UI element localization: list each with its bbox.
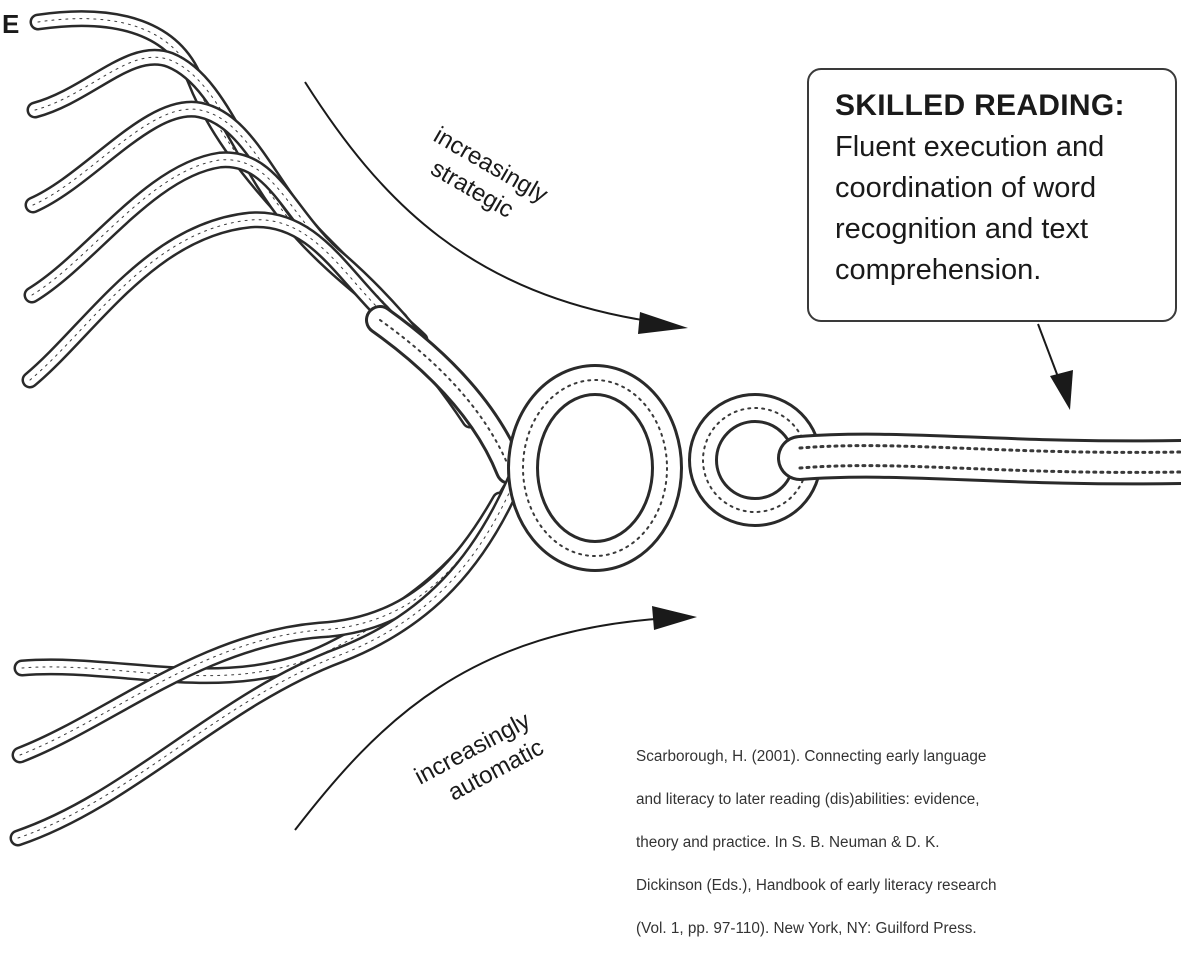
upper-strand-4 (32, 160, 445, 380)
citation-line-5: (Vol. 1, pp. 97-110). New York, NY: Guil… (636, 918, 1156, 940)
upper-strands (30, 19, 510, 470)
lower-strands (18, 480, 515, 838)
automatic-label: increasingly automatic (410, 707, 549, 817)
large-loop (523, 380, 667, 556)
callout-title: SKILLED READING: (835, 86, 1161, 126)
final-braid (800, 446, 1181, 473)
strategic-label: increasingly strategic (414, 122, 552, 235)
lower-strand-3 (18, 480, 515, 838)
edge-letter: E (2, 9, 19, 39)
skilled-reading-callout: SKILLED READING: Fluent execution and co… (807, 68, 1177, 322)
callout-body: Fluent execution and coordination of wor… (835, 127, 1161, 291)
citation-line-2: and literacy to later reading (dis)abili… (636, 789, 1156, 811)
citation-line-4: Dickinson (Eds.), Handbook of early lite… (636, 875, 1156, 897)
lower-strand-2 (20, 500, 500, 755)
citation-line-3: theory and practice. In S. B. Neuman & D… (636, 832, 1156, 854)
upper-cable (380, 320, 510, 470)
citation: Scarborough, H. (2001). Connecting early… (636, 724, 1156, 961)
callout-pointer-arrow (1038, 324, 1073, 410)
braided-rope (523, 380, 1181, 556)
citation-line-1: Scarborough, H. (2001). Connecting early… (636, 746, 1156, 768)
